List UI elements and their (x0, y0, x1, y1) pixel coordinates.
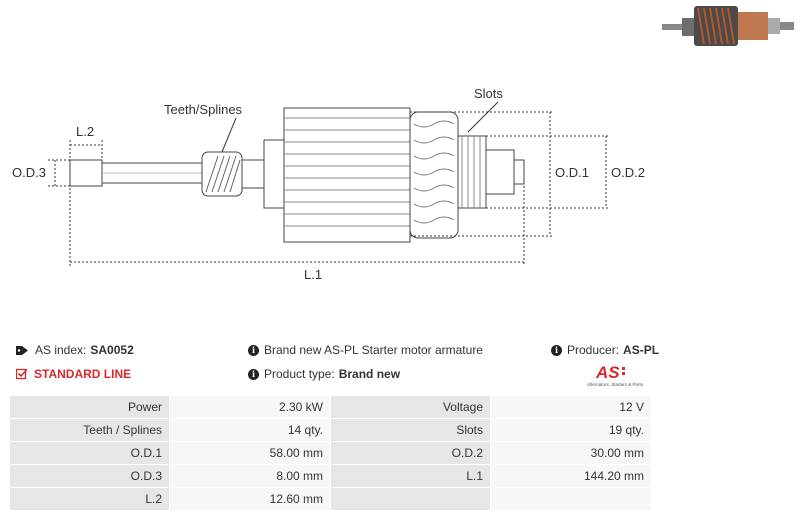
table-row: Teeth / Splines 14 qty. Slots 19 qty. (9, 418, 652, 442)
spec-value: 12 V (490, 395, 652, 419)
spec-label: O.D.2 (330, 441, 491, 465)
product-thumbnail-image (662, 6, 794, 46)
description-row: i Brand new AS-PL Starter motor armature (248, 343, 483, 357)
product-type-row: i Product type: Brand new (248, 367, 400, 381)
spec-value: 144.20 mm (490, 464, 652, 488)
spec-value: 14 qty. (169, 418, 331, 442)
l2-label: L.2 (76, 124, 94, 139)
producer-row: i Producer: AS-PL (551, 343, 659, 357)
spec-label: O.D.1 (9, 441, 170, 465)
checkbox-icon (16, 368, 28, 380)
spec-label: Power (9, 395, 170, 419)
od2-label: O.D.2 (611, 165, 645, 180)
info-icon: i (551, 344, 562, 356)
l1-label: L.1 (304, 267, 322, 282)
as-pl-logo: AS Alternators, Starters & Parts (587, 363, 644, 387)
tag-icon (16, 345, 28, 355)
armature-dimension-diagram: Teeth/Splines Slots L.2 O.D.3 O.D.1 O.D.… (12, 86, 645, 282)
od3-label: O.D.3 (12, 165, 46, 180)
table-row: L.2 12.60 mm (9, 487, 652, 511)
info-icon: i (248, 368, 259, 380)
as-index-label: AS index: (35, 343, 87, 357)
producer-value: AS-PL (623, 343, 660, 357)
slots-label: Slots (474, 86, 503, 101)
spec-label: Slots (330, 418, 491, 442)
info-icon: i (248, 344, 259, 356)
table-row: O.D.3 8.00 mm L.1 144.20 mm (9, 464, 652, 488)
logo-tagline: Alternators, Starters & Parts (587, 382, 644, 387)
spec-value (490, 487, 652, 511)
table-row: Power 2.30 kW Voltage 12 V (9, 395, 652, 419)
spec-value: 2.30 kW (169, 395, 331, 419)
spec-value: 30.00 mm (490, 441, 652, 465)
spec-label: Teeth / Splines (9, 418, 170, 442)
as-index-value: SA0052 (90, 343, 134, 357)
teeth-splines-label: Teeth/Splines (164, 102, 243, 117)
specifications-table: Power 2.30 kW Voltage 12 V Teeth / Splin… (9, 395, 652, 511)
description-text: Brand new AS-PL Starter motor armature (264, 343, 483, 357)
as-index-row: AS index: SA0052 (16, 343, 134, 357)
spec-value: 19 qty. (490, 418, 652, 442)
product-type-label: Product type: (264, 367, 335, 381)
spec-value: 12.60 mm (169, 487, 331, 511)
product-type-value: Brand new (338, 367, 401, 381)
spec-label: Voltage (330, 395, 491, 419)
spec-value: 58.00 mm (169, 441, 331, 465)
spec-value: 8.00 mm (169, 464, 331, 488)
standard-line-row: STANDARD LINE (16, 367, 131, 381)
spec-label (330, 487, 491, 511)
table-row: O.D.1 58.00 mm O.D.2 30.00 mm (9, 441, 652, 465)
logo-mark: AS (595, 363, 620, 382)
od1-label: O.D.1 (555, 165, 589, 180)
standard-line-label: STANDARD LINE (34, 367, 132, 381)
spec-label: O.D.3 (9, 464, 170, 488)
spec-label: L.2 (9, 487, 170, 511)
spec-label: L.1 (330, 464, 491, 488)
producer-label: Producer: (567, 343, 620, 357)
